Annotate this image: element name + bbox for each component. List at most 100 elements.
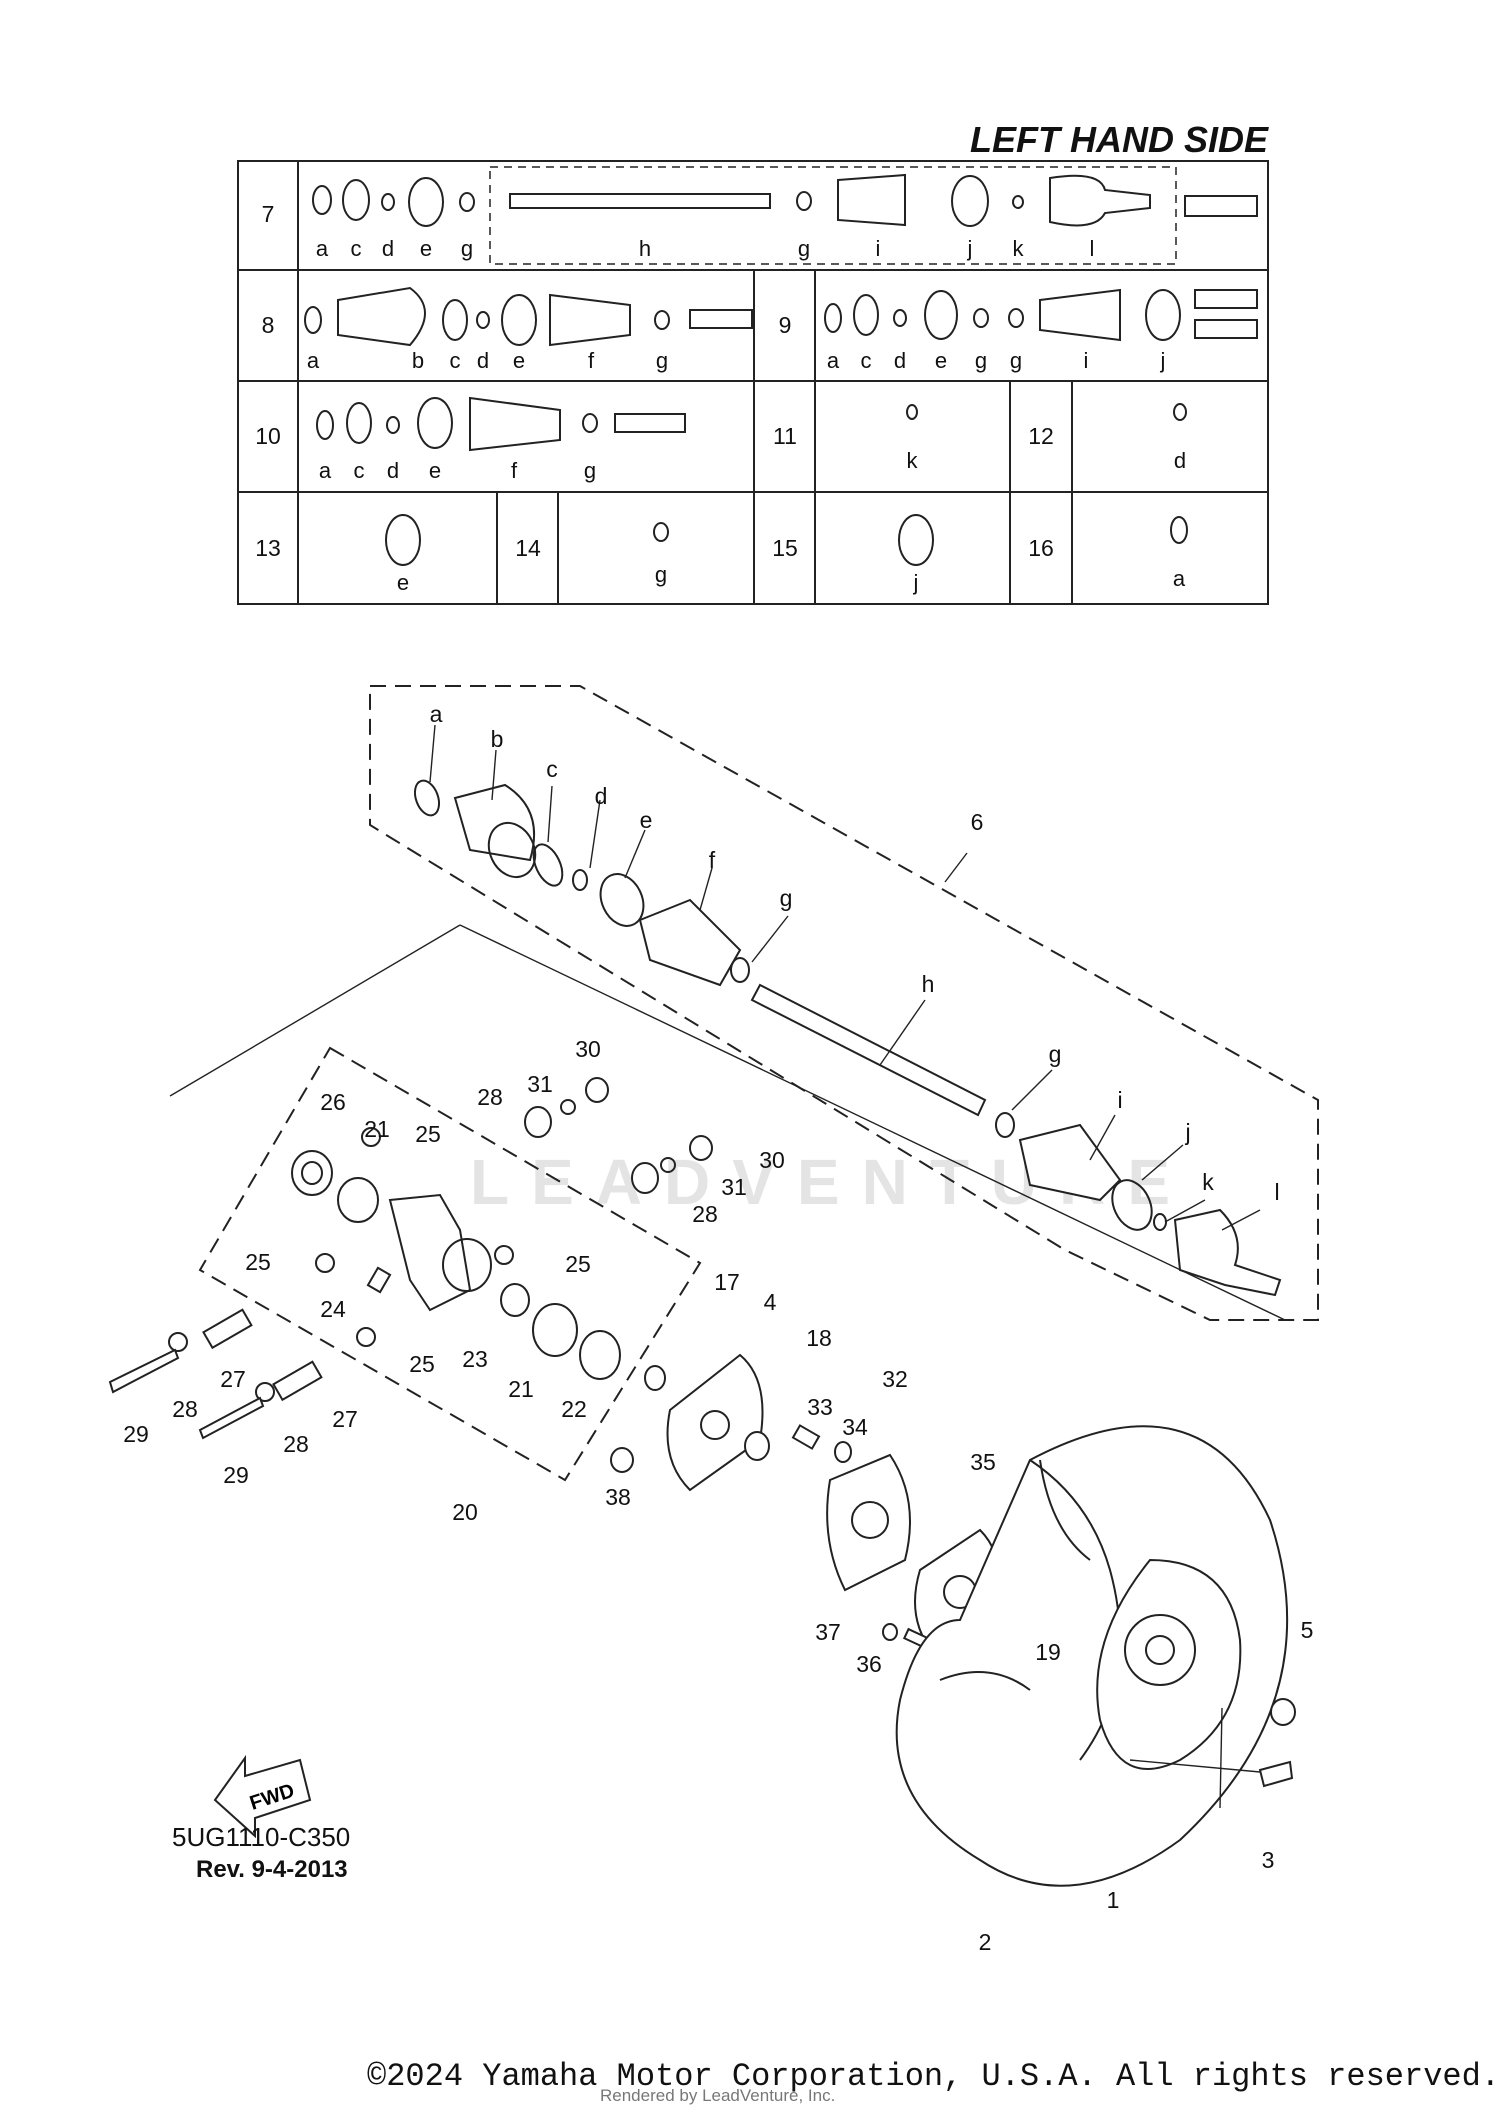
diagram-id: 5UG1110-C350: [172, 1822, 351, 1852]
diagram-revision: Rev. 9-4-2013: [196, 1856, 348, 1883]
kit-7-parts: [312, 173, 1258, 227]
callouts: a b c d e f g h g i j k l 6 26 21 31 30 …: [123, 701, 1313, 1955]
callout-6: 6: [971, 809, 984, 835]
kit-15-part: [898, 514, 934, 566]
callout-d: d: [595, 783, 608, 809]
kit-12-letter-d: d: [1174, 448, 1186, 473]
callout-3: 3: [1262, 1847, 1275, 1873]
callout-31-lower: 31: [721, 1174, 747, 1200]
kit-9-letter-j: j: [1160, 348, 1166, 373]
kit-10-letter-a: a: [319, 458, 332, 483]
callout-30-lower: 30: [759, 1147, 785, 1173]
callout-25-d: 25: [409, 1351, 435, 1377]
knuckle-assembly: [108, 924, 1286, 1482]
kit-table: 7 a c d e g h g i j k l 8: [237, 160, 1269, 605]
kit-8-letter-f: f: [588, 348, 595, 373]
rendered-by: Rendered by LeadVenture, Inc.: [600, 2086, 836, 2105]
callout-38: 38: [605, 1484, 631, 1510]
kit-10-number: 10: [255, 423, 281, 449]
kit-12-part: [1173, 403, 1187, 421]
kit-14-letter-g: g: [655, 562, 667, 587]
kit-8-letter-b: b: [412, 348, 424, 373]
callout-17: 17: [714, 1269, 740, 1295]
kit-7-letter-k: k: [1013, 236, 1025, 261]
callout-25-b: 25: [245, 1249, 271, 1275]
callout-36: 36: [856, 1651, 882, 1677]
callout-g-lower: g: [1049, 1041, 1062, 1067]
copyright-notice: ©2024 Yamaha Motor Corporation, U.S.A. A…: [367, 2058, 1500, 2095]
callout-4: 4: [764, 1289, 777, 1315]
kit-9-letter-g2: g: [1010, 348, 1022, 373]
kit-10-letter-f: f: [511, 458, 518, 483]
kit-9-letter-i: i: [1084, 348, 1089, 373]
kit-11-part: [906, 404, 918, 420]
callout-f: f: [709, 847, 716, 873]
callout-26: 26: [320, 1089, 346, 1115]
callout-29-lower: 29: [223, 1462, 249, 1488]
callout-18: 18: [806, 1325, 832, 1351]
callout-25-a: 25: [415, 1121, 441, 1147]
callout-2: 2: [979, 1929, 992, 1955]
kit-10-letter-c: c: [354, 458, 365, 483]
callout-j: j: [1184, 1119, 1190, 1145]
kit-15-number: 15: [772, 535, 798, 561]
kit-8-letter-e: e: [513, 348, 525, 373]
kit-9-letter-g: g: [975, 348, 987, 373]
kit-8-number: 8: [262, 312, 275, 338]
callout-37: 37: [815, 1619, 841, 1645]
kit-8-letter-a: a: [307, 348, 320, 373]
callout-19: 19: [1035, 1639, 1061, 1665]
callout-33: 33: [807, 1394, 833, 1420]
kit-16-number: 16: [1028, 535, 1054, 561]
callout-c: c: [546, 756, 558, 782]
kit-11-number: 11: [773, 423, 797, 449]
kit-9-letter-c: c: [861, 348, 872, 373]
callout-g-upper: g: [780, 885, 793, 911]
kit-7-letter-d: d: [382, 236, 394, 261]
callout-l: l: [1274, 1179, 1279, 1205]
callout-32: 32: [882, 1366, 908, 1392]
kit-11-letter-k: k: [907, 448, 919, 473]
callout-a: a: [430, 701, 443, 727]
page-title: LEFT HAND SIDE: [970, 119, 1269, 160]
callout-27-upper: 27: [220, 1366, 246, 1392]
callout-e: e: [640, 807, 653, 833]
kit-8-letter-g: g: [656, 348, 668, 373]
callout-30-upper: 30: [575, 1036, 601, 1062]
kit-10-letter-g: g: [584, 458, 596, 483]
kit-16-part: [1170, 516, 1188, 544]
kit-10-letter-d: d: [387, 458, 399, 483]
callout-h: h: [922, 971, 935, 997]
callout-20: 20: [452, 1499, 478, 1525]
wheel-and-tire: [895, 1425, 1296, 1887]
kit-7-letter-c: c: [351, 236, 362, 261]
callout-22: 22: [561, 1396, 587, 1422]
kit-8-parts: [304, 286, 753, 347]
kit-10-letter-e: e: [429, 458, 441, 483]
kit-7-letter-i: i: [876, 236, 881, 261]
kit-8-letter-c: c: [450, 348, 461, 373]
callout-27-lower: 27: [332, 1406, 358, 1432]
kit-10-parts: [316, 396, 686, 452]
callout-28-left: 28: [172, 1396, 198, 1422]
kit-7-number: 7: [262, 201, 275, 227]
kit-7-letter-h: h: [639, 236, 651, 261]
kit-14-number: 14: [515, 535, 541, 561]
callout-25-c: 25: [565, 1251, 591, 1277]
kit-13-letter-e: e: [397, 570, 409, 595]
kit-7-letter-j: j: [967, 236, 973, 261]
kit-8-letter-d: d: [477, 348, 489, 373]
kit-12-number: 12: [1028, 423, 1054, 449]
driveshaft-assembly: [369, 685, 1319, 1321]
kit-9-number: 9: [779, 312, 792, 338]
callout-24: 24: [320, 1296, 346, 1322]
kit-7-letter-e: e: [420, 236, 432, 261]
callout-29-upper: 29: [123, 1421, 149, 1447]
callout-23: 23: [462, 1346, 488, 1372]
leader-lines: [429, 724, 1261, 1809]
kit-9-letter-d: d: [894, 348, 906, 373]
callout-k: k: [1202, 1169, 1214, 1195]
callout-34: 34: [842, 1414, 868, 1440]
kit-9-letter-a: a: [827, 348, 840, 373]
